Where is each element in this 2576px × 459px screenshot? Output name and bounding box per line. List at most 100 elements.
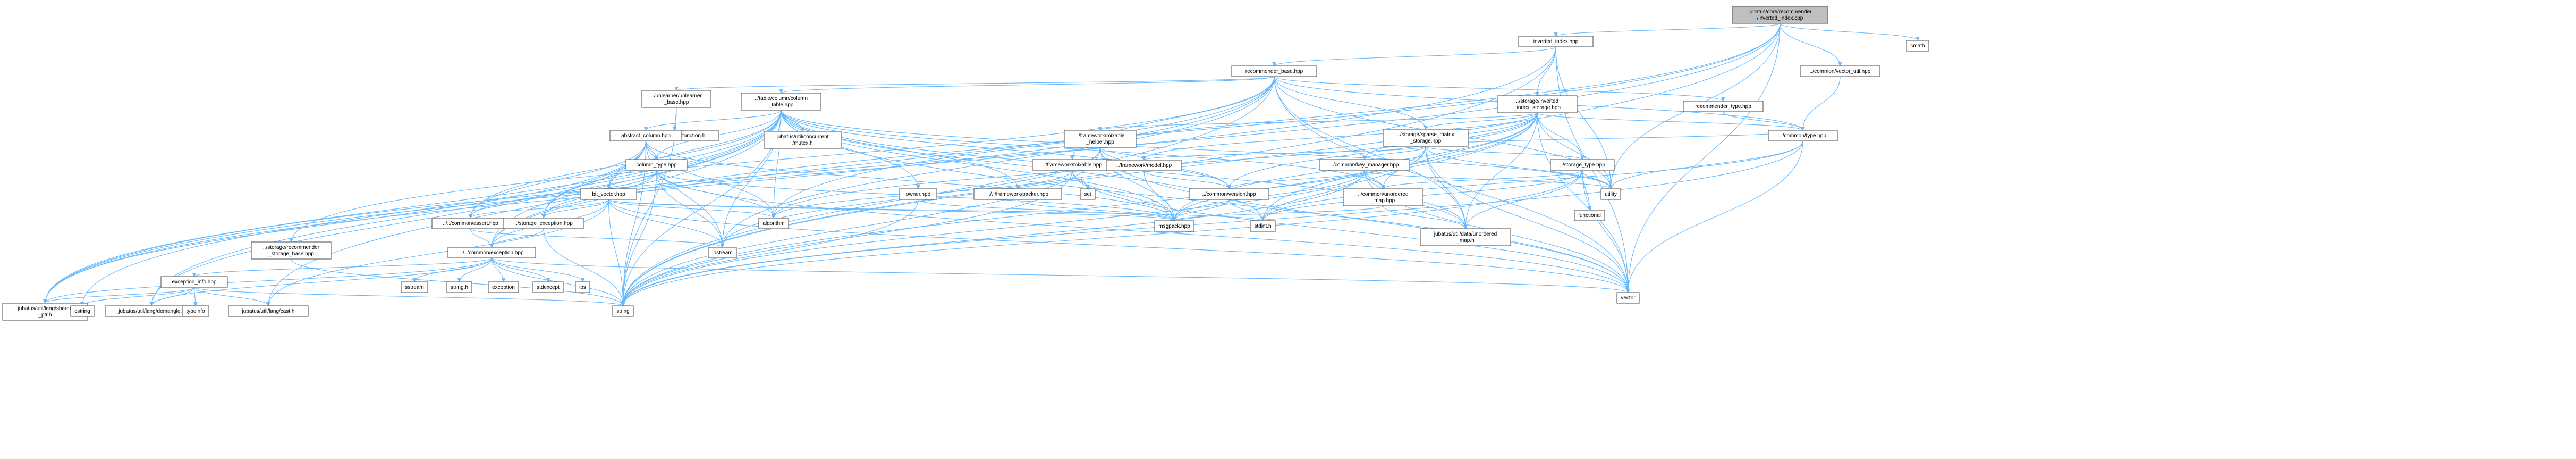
node-box — [1231, 65, 1317, 77]
node-recommender-base[interactable]: recommender_base.hpp — [1231, 65, 1317, 77]
edge-recommender-type-to-common-type — [1723, 111, 1805, 131]
node-mixable-hpp[interactable]: ../framework/mixable.hpp — [1032, 159, 1113, 171]
node-label: owner.hpp — [906, 191, 931, 197]
node-concurrent-mutex[interactable]: jubatus/util/concurrent/mutex.h — [764, 131, 842, 149]
node-data-unordered-map[interactable]: jubatus/util/data/unordered_map.h — [1420, 228, 1511, 246]
node-vector[interactable]: vector — [1616, 292, 1640, 304]
node-label: ../common/version.hpp — [1202, 191, 1256, 197]
node-label: algorithm — [762, 221, 784, 227]
node-stdexcept[interactable]: stdexcept — [532, 281, 564, 293]
node-label: jubatus/core/recommender — [1748, 9, 1812, 15]
node-box — [758, 218, 789, 229]
edge-common-exception-to-stdexcept — [491, 257, 550, 282]
edge-inverted-index-hpp-to-string — [621, 46, 1556, 306]
node-column-table[interactable]: ../table/column/column_table.hpp — [741, 93, 821, 111]
node-inverted-index-hpp[interactable]: inverted_index.hpp — [1518, 36, 1594, 47]
node-box — [532, 281, 564, 293]
node-inverted-index-storage[interactable]: ../storage/inverted_index_storage.hpp — [1497, 95, 1578, 113]
edge-root-to-inverted-index-hpp — [1554, 23, 1781, 37]
node-algorithm[interactable]: algorithm — [758, 218, 789, 229]
node-typeinfo[interactable]: typeinfo — [182, 305, 209, 317]
node-box — [580, 188, 637, 200]
node-storage-exception[interactable]: ../storage_exception.hpp — [503, 218, 584, 229]
node-msgpack[interactable]: msgpack.hpp — [1154, 220, 1194, 232]
node-vector-util[interactable]: ../common/vector_util.hpp — [1800, 65, 1880, 77]
node-string-h[interactable]: string.h — [446, 281, 472, 293]
node-box — [1768, 130, 1838, 141]
node-common-type[interactable]: ../common/type.hpp — [1768, 130, 1838, 141]
node-box — [401, 281, 428, 293]
node-common-assert[interactable]: ../../common/assert.hpp — [431, 218, 510, 229]
edge-bit-vector-to-vector — [608, 199, 1630, 293]
edge-recommender-base-to-common-exception — [489, 76, 1275, 248]
node-cast-h[interactable]: jubatus/util/lang/cast.h — [228, 305, 309, 317]
node-string[interactable]: string — [612, 305, 634, 317]
node-bit-vector[interactable]: bit_vector.hpp — [580, 188, 637, 200]
edge-key-manager-to-msgpack — [1172, 170, 1365, 221]
node-owner-hpp[interactable]: owner.hpp — [899, 188, 937, 200]
node-recommender-storage-base[interactable]: ../storage/recommender_storage_base.hpp — [251, 241, 332, 260]
node-exception-info[interactable]: exception_info.hpp — [160, 276, 228, 288]
node-label: typeinfo — [186, 308, 205, 314]
edge-column-table-to-utility — [781, 110, 1613, 189]
edge-sparse-matrix-to-key-manager — [1362, 146, 1426, 160]
edge-inverted-index-storage-to-data-unordered-map — [1463, 112, 1538, 229]
edge-key-manager-to-stdint — [1260, 170, 1365, 221]
node-label: iostream — [712, 250, 732, 256]
edge-model-hpp-to-version-hpp — [1143, 170, 1231, 189]
node-sstream[interactable]: sstream — [401, 281, 428, 293]
node-label: /inverted_index.cpp — [1757, 15, 1803, 21]
node-key-manager[interactable]: ../common/key_manager.hpp — [1319, 159, 1410, 171]
node-common-exception[interactable]: ../../common/exception.hpp — [447, 247, 536, 258]
node-cstring[interactable]: cstring — [70, 305, 95, 317]
node-ios[interactable]: ios — [575, 281, 590, 293]
node-box — [764, 131, 842, 149]
edge-column-table-to-concurrent-mutex — [781, 110, 805, 132]
node-sparse-matrix[interactable]: ../storage/sparse_matrix_storage.hpp — [1383, 129, 1469, 147]
node-exception[interactable]: exception — [488, 281, 519, 293]
edge-vector-util-to-common-type — [1801, 76, 1841, 131]
node-set[interactable]: set — [1080, 188, 1096, 200]
node-mixable-helper[interactable]: ../framework/mixable_helper.hpp — [1064, 130, 1137, 148]
edge-unordered-map-hpp-to-data-unordered-map — [1383, 205, 1468, 229]
node-root[interactable]: jubatus/core/recommender/inverted_index.… — [1732, 6, 1828, 24]
node-label: ../common/key_manager.hpp — [1331, 162, 1399, 168]
node-label: sstream — [405, 285, 424, 290]
node-label: utility — [1605, 191, 1617, 197]
node-unordered-map-hpp[interactable]: ../common/unordered_map.hpp — [1343, 188, 1423, 206]
node-iostream[interactable]: iostream — [708, 247, 737, 258]
edge-common-type-to-string — [621, 140, 1803, 306]
node-box — [741, 93, 821, 111]
node-abstract-column[interactable]: abstract_column.hpp — [609, 130, 682, 141]
node-stdint[interactable]: stdint.h — [1250, 220, 1276, 232]
node-utility[interactable]: utility — [1600, 188, 1621, 200]
node-label: ../framework/mixable.hpp — [1043, 162, 1102, 168]
node-model-hpp[interactable]: ../framework/model.hpp — [1106, 160, 1182, 171]
node-box — [899, 188, 937, 200]
edge-root-to-algorithm — [772, 23, 1781, 219]
node-cmath[interactable]: cmath — [1906, 40, 1929, 52]
edge-common-exception-to-exception — [491, 257, 506, 282]
edge-common-exception-to-shared-ptr — [43, 257, 493, 304]
node-version-hpp[interactable]: ../common/version.hpp — [1189, 188, 1269, 200]
edge-inverted-index-hpp-to-inverted-index-storage — [1535, 46, 1556, 96]
edge-inverted-index-storage-to-mixable-helper — [1098, 112, 1538, 131]
node-box — [609, 130, 682, 141]
node-label: inverted_index.hpp — [1533, 39, 1579, 45]
node-packer-hpp[interactable]: ../../framework/packer.hpp — [973, 188, 1062, 200]
node-unlearner[interactable]: ../unlearner/unlearner_base.hpp — [641, 90, 711, 108]
edge-sparse-matrix-to-model-hpp — [1142, 146, 1426, 161]
edge-mixable-helper-to-model-hpp — [1099, 147, 1146, 161]
edge-recommender-base-to-shared-ptr — [43, 76, 1275, 304]
node-column-type[interactable]: column_type.hpp — [625, 159, 688, 171]
node-functional[interactable]: functional — [1574, 210, 1605, 221]
edge-packer-hpp-to-msgpack — [1017, 199, 1176, 221]
node-storage-type[interactable]: ../storage_type.hpp — [1550, 159, 1615, 171]
edge-bit-vector-to-string — [608, 199, 625, 306]
node-recommender-type[interactable]: recommender_type.hpp — [1683, 101, 1764, 112]
node-box — [1800, 65, 1880, 77]
edge-common-exception-to-vector — [491, 257, 1630, 293]
node-box — [1497, 95, 1578, 113]
edge-column-table-to-demangle — [149, 110, 782, 306]
edge-bit-vector-to-stdint — [608, 199, 1265, 221]
